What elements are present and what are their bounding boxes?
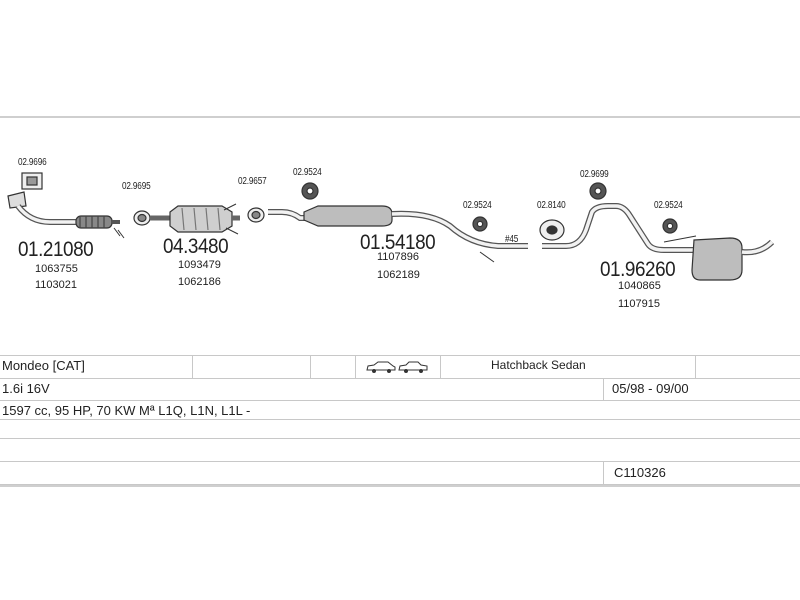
table-row-spec: 1597 cc, 95 HP, 70 KW Mª L1Q, L1N, L1L - <box>0 401 800 420</box>
bottom-border <box>0 485 800 487</box>
production-years: 05/98 - 09/00 <box>612 381 689 396</box>
part-label-02-9657: 02.9657 <box>238 176 267 187</box>
part-label-02-9524-a: 02.9524 <box>293 167 322 178</box>
model-name: Mondeo [CAT] <box>2 358 85 373</box>
part-label-02-9524-c: 02.9524 <box>654 200 683 211</box>
ref-number: 1107896 <box>377 251 420 263</box>
part-label-02-9696: 02.9696 <box>18 157 47 168</box>
table-row-engine: 1.6i 16V 05/98 - 09/00 <box>0 378 800 401</box>
rubber-mount-02-9524-a <box>301 182 319 200</box>
sedan-car-icon <box>398 361 428 373</box>
rubber-mount-02-9699 <box>589 182 607 200</box>
part-code-rear-silencer: 01.96260 <box>600 258 676 281</box>
ref-number: 1107915 <box>618 298 661 310</box>
front-pipe-01-21080 <box>7 191 125 239</box>
exhaust-diagram <box>7 172 775 281</box>
rear-silencer-01-96260 <box>542 203 775 281</box>
engine: 1.6i 16V <box>2 381 50 396</box>
clamp-02-8140 <box>539 219 565 241</box>
engine-spec: 1597 cc, 95 HP, 70 KW Mª L1Q, L1N, L1L - <box>2 403 251 418</box>
hatchback-car-icon <box>366 361 396 373</box>
ref-number: 1062186 <box>178 276 221 288</box>
ref-number: 1103021 <box>35 279 78 291</box>
part-label-02-9699: 02.9699 <box>580 169 609 180</box>
gasket-02-9657 <box>247 207 265 223</box>
rubber-mount-02-9524-c <box>662 218 678 234</box>
catalog-number: C110326 <box>614 465 666 480</box>
rubber-mount-02-9524-b <box>472 216 488 232</box>
table-row-model: Mondeo [CAT] Hatchback Sedan <box>0 355 800 379</box>
part-code-catalytic-converter: 04.3480 <box>163 235 229 258</box>
part-code-front-pipe: 01.21080 <box>18 238 94 261</box>
table-row-catalog-number: C110326 <box>0 462 800 485</box>
part-code-center-silencer: 01.54180 <box>360 231 436 254</box>
pipe-diameter-note: #45 <box>505 234 519 245</box>
center-silencer-01-54180 <box>268 205 528 263</box>
top-border <box>0 116 800 118</box>
catalytic-converter-04-3480 <box>150 203 240 235</box>
body-type: Hatchback Sedan <box>491 358 586 372</box>
part-label-02-8140: 02.8140 <box>537 200 566 211</box>
ref-number: 1093479 <box>178 259 221 271</box>
clamp-02-9696 <box>21 172 43 190</box>
gasket-02-9695 <box>133 210 151 226</box>
ref-number: 1062189 <box>377 269 420 281</box>
table-row-empty <box>0 420 800 439</box>
ref-number: 1063755 <box>35 263 78 275</box>
ref-number: 1040865 <box>618 280 661 292</box>
part-label-02-9524-b: 02.9524 <box>463 200 492 211</box>
part-label-02-9695: 02.9695 <box>122 181 151 192</box>
table-row-catalog <box>0 439 800 462</box>
